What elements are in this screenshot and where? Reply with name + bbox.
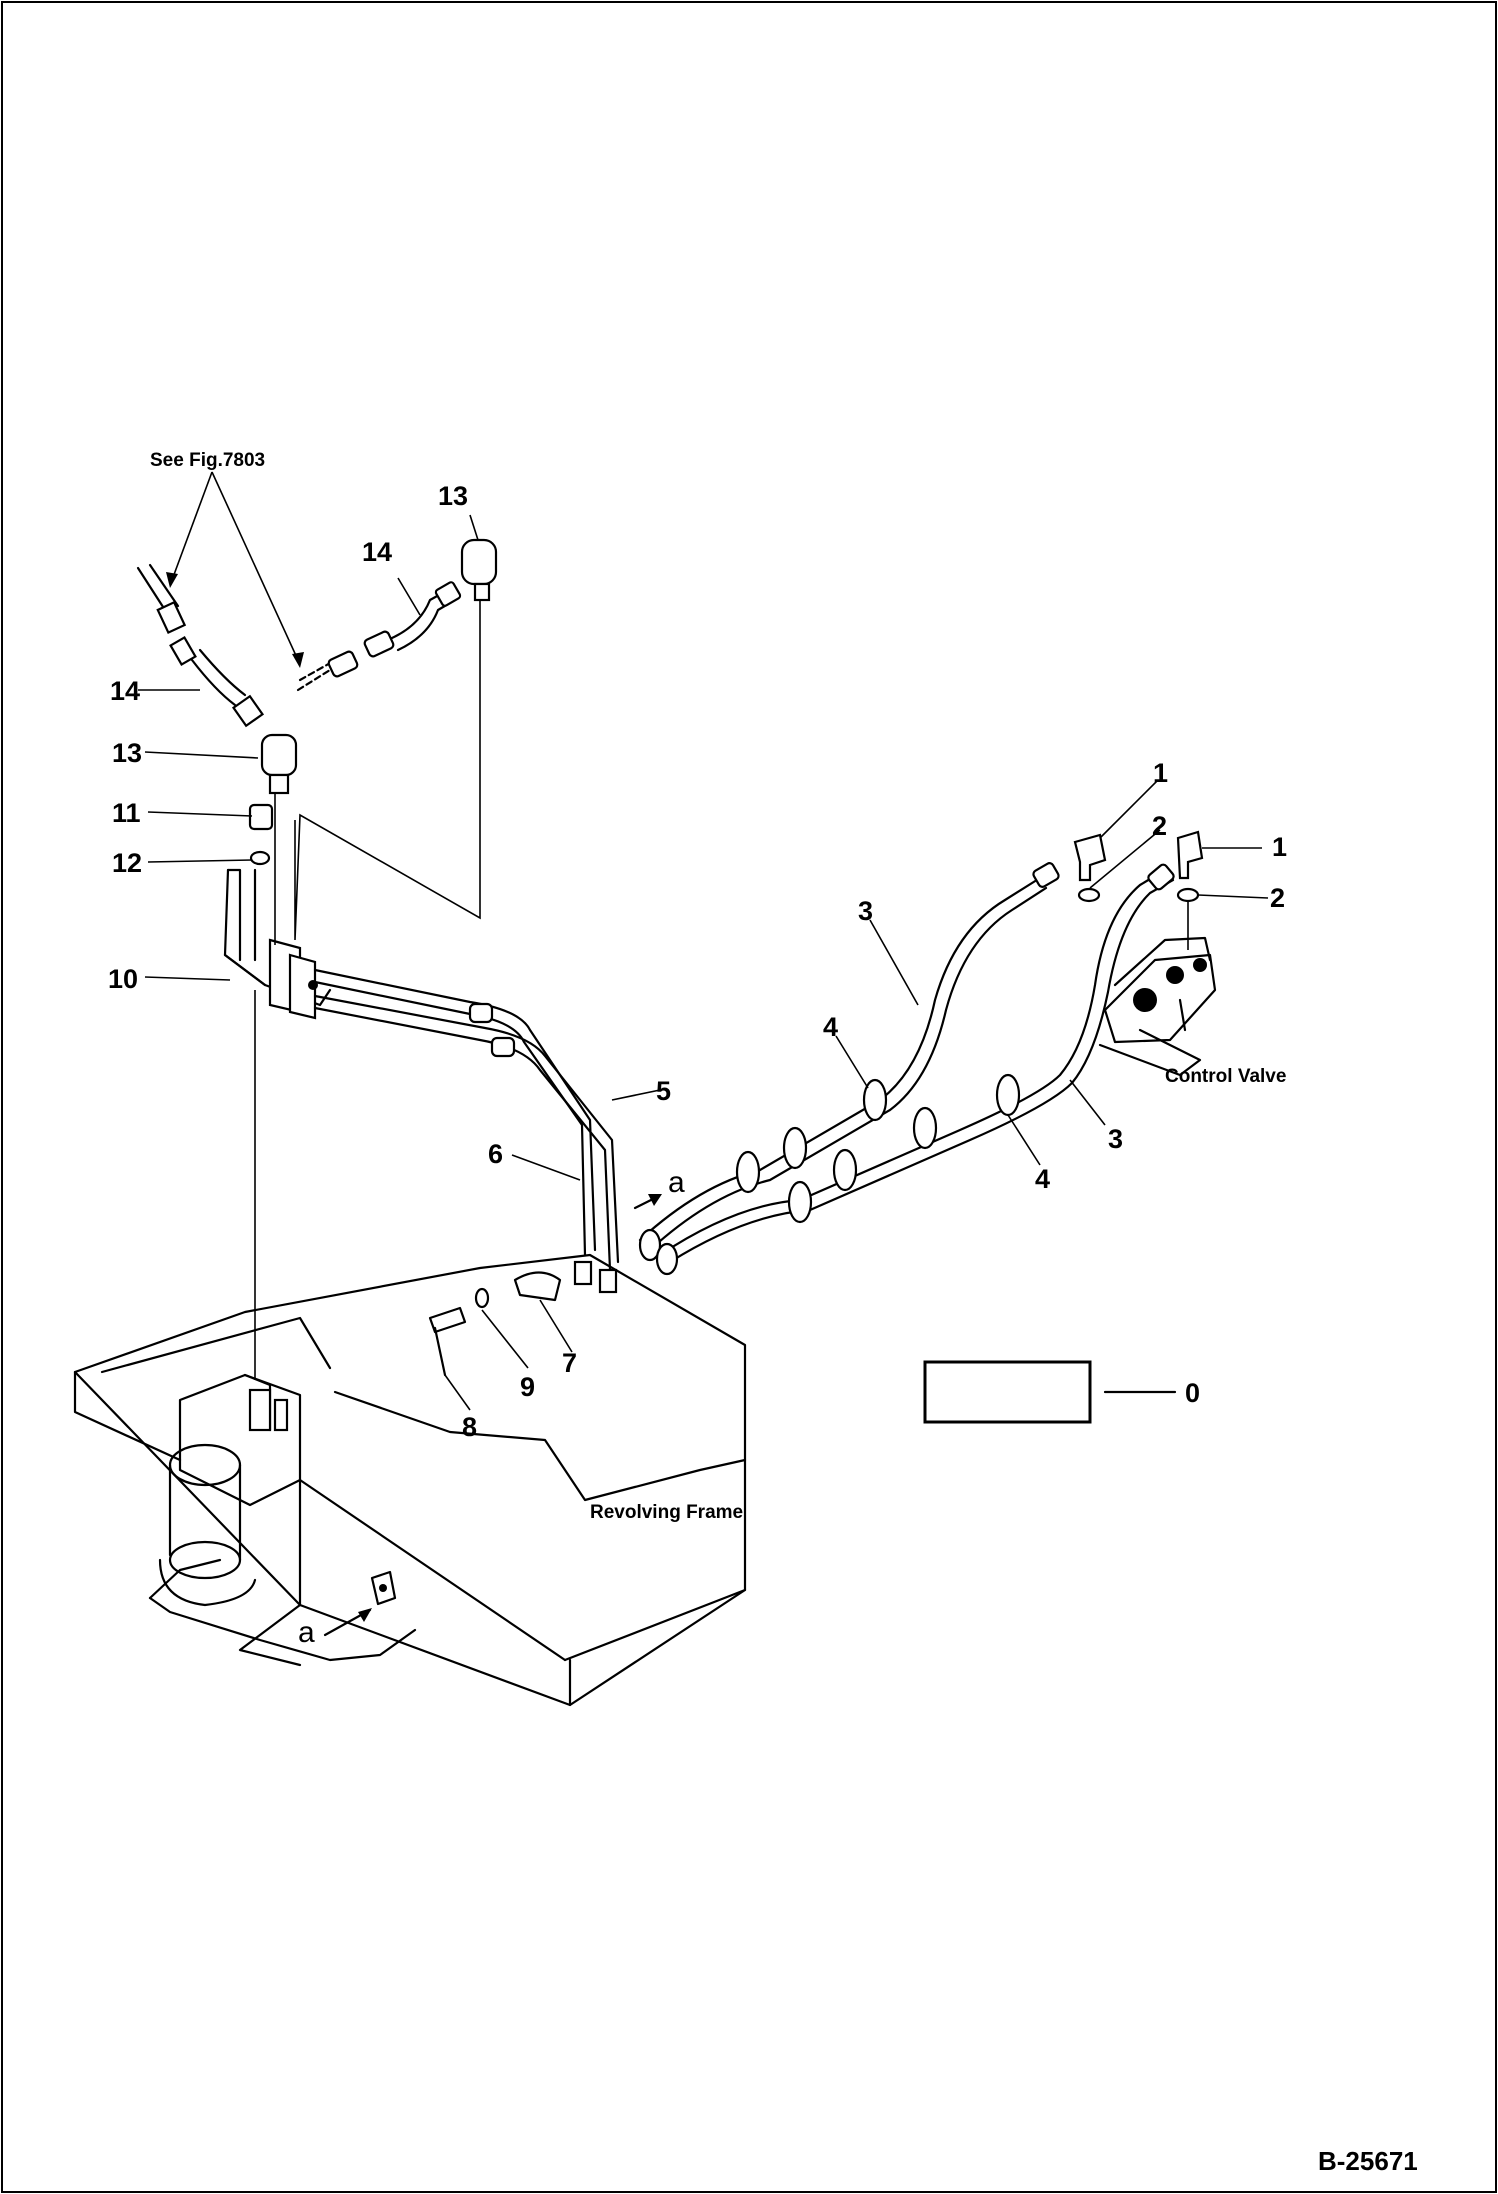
part-13-label: 13 bbox=[112, 738, 142, 768]
legend bbox=[923, 1360, 1177, 1424]
labels: See Fig.7803 Control Valve Revolving Fra… bbox=[108, 450, 1418, 2176]
part-4-label: 4 bbox=[1035, 1164, 1050, 1194]
part-13-label: 13 bbox=[438, 481, 468, 511]
part-4-label: 4 bbox=[823, 1012, 838, 1042]
view-a-label-top: a bbox=[668, 1166, 685, 1199]
hoses-3-4 bbox=[638, 862, 1175, 1276]
part-3-label: 3 bbox=[1108, 1124, 1123, 1154]
part-8-label: 8 bbox=[462, 1412, 477, 1442]
view-a-label-bottom: a bbox=[298, 1616, 315, 1649]
tubes-5-6 bbox=[313, 968, 620, 1377]
part-14-label: 14 bbox=[110, 676, 140, 706]
part-1-label: 1 bbox=[1153, 758, 1168, 788]
legend-box bbox=[923, 1360, 1092, 1424]
drawing-number: B-25671 bbox=[1318, 2146, 1418, 2176]
part-14-label: 14 bbox=[362, 537, 392, 567]
see-fig-label: See Fig.7803 bbox=[150, 450, 265, 471]
part-3-label: 3 bbox=[858, 896, 873, 926]
part-9-label: 9 bbox=[520, 1372, 535, 1402]
control-valve-label: Control Valve bbox=[1165, 1066, 1286, 1087]
part-2-label: 2 bbox=[1270, 883, 1285, 913]
part-1-label: 1 bbox=[1272, 832, 1287, 862]
part-10-label: 10 bbox=[108, 964, 138, 994]
leader-lines bbox=[138, 514, 1269, 1411]
part-5-label: 5 bbox=[656, 1076, 671, 1106]
revolving-frame-label: Revolving Frame bbox=[590, 1502, 743, 1523]
bracket-assembly bbox=[223, 590, 481, 1380]
upper-assembly bbox=[136, 538, 498, 866]
control-valve bbox=[1073, 830, 1217, 1077]
part-2-label: 2 bbox=[1152, 811, 1167, 841]
legend-zero-label: 0 bbox=[1185, 1378, 1200, 1408]
part-6-label: 6 bbox=[488, 1139, 503, 1169]
see-fig-leaders bbox=[166, 471, 304, 668]
part-12-label: 12 bbox=[112, 848, 142, 878]
revolving-frame bbox=[73, 1253, 747, 1707]
part-7-label: 7 bbox=[562, 1348, 577, 1378]
part-11-label: 11 bbox=[112, 798, 141, 828]
